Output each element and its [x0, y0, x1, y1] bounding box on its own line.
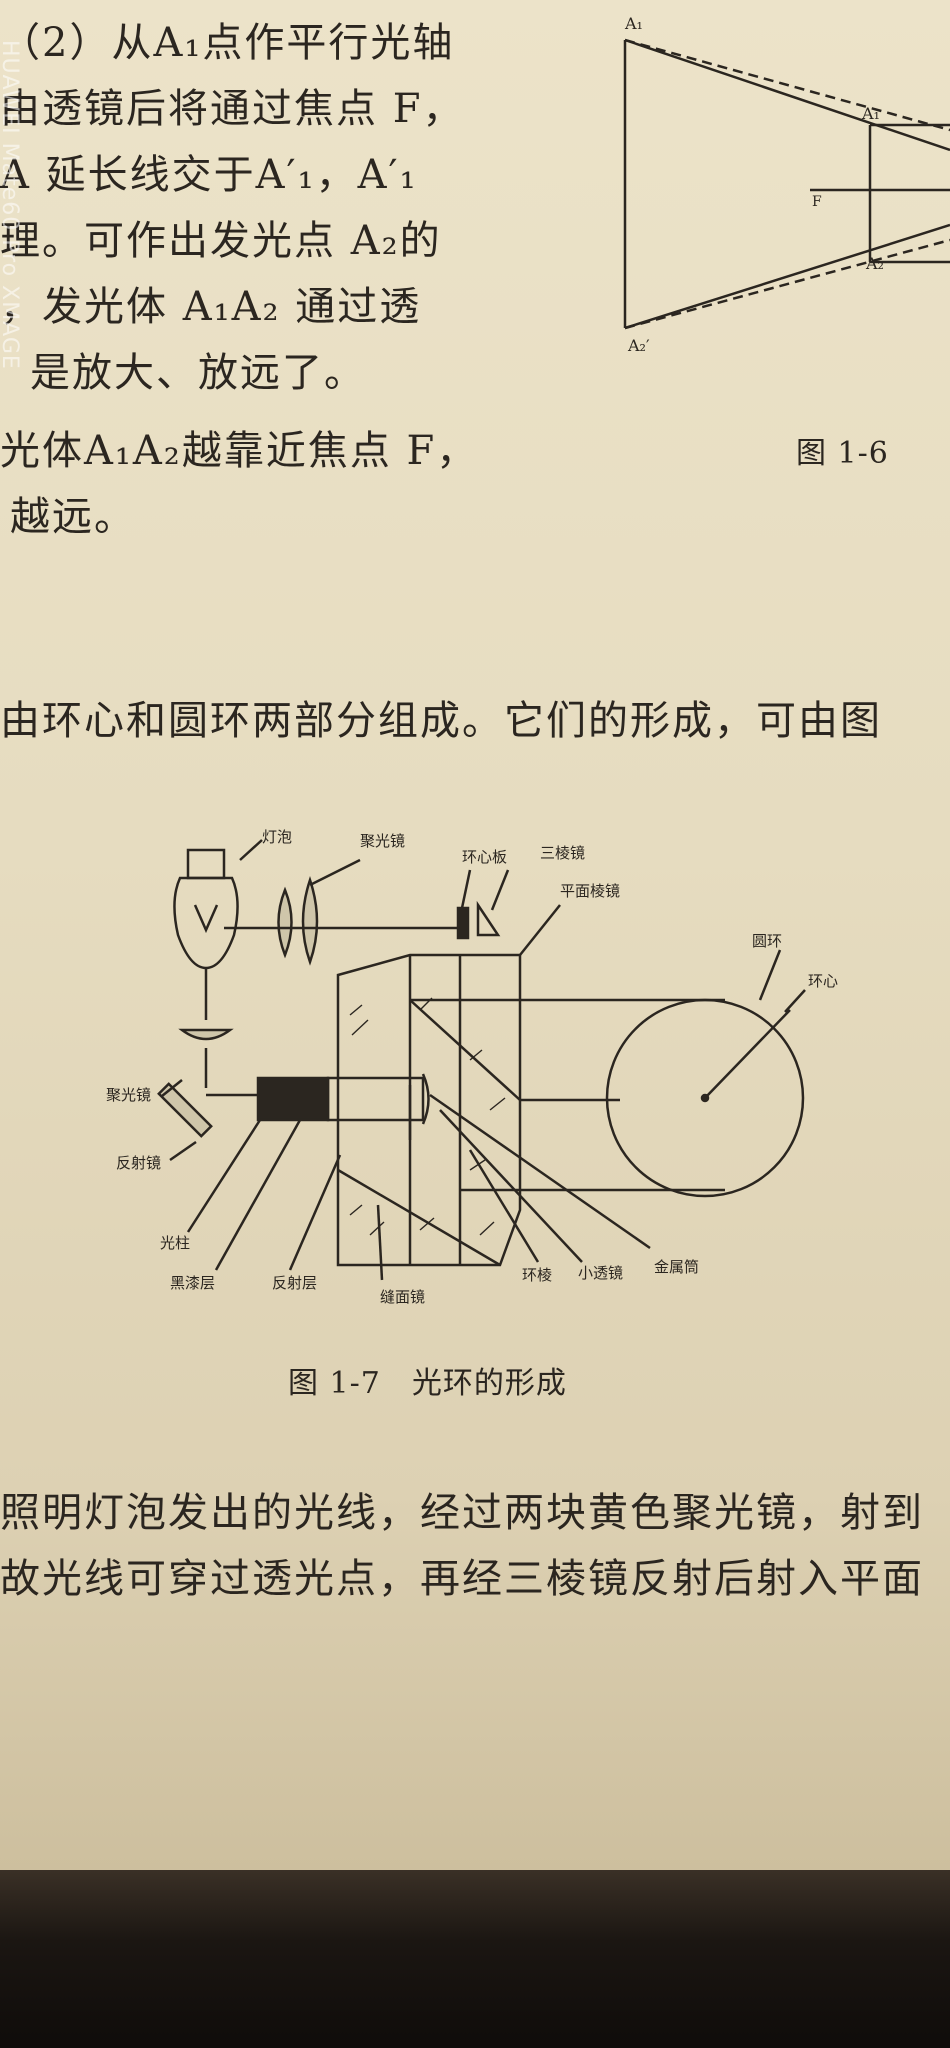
- text-line-1: （2）从A₁点作平行光轴: [0, 20, 455, 66]
- fig16-label-a1b: A₁: [862, 104, 880, 123]
- bulb-base: [186, 848, 226, 880]
- label-ring-center: 环心: [808, 972, 839, 990]
- text-line-2: 由透镜后将通过焦点 F，: [0, 86, 465, 132]
- label-black-paint: 黑漆层: [170, 1274, 216, 1292]
- label-reflective-layer: 反射层: [272, 1274, 318, 1292]
- label-triple-prism: 三棱镜: [540, 844, 586, 862]
- label-condenser-top: 聚光镜: [360, 832, 406, 850]
- label-center-plate: 环心板: [462, 848, 508, 866]
- bulb-glass: [173, 876, 239, 970]
- label-small-lens: 小透镜: [578, 1264, 624, 1282]
- bottom-text-line-2: 故光线可穿过透光点，再经三棱镜反射后射入平面: [0, 1556, 924, 1602]
- figure-1-7: [157, 839, 806, 1281]
- fig16-label-a2prime: A₂′: [628, 336, 650, 355]
- body-text-line: 由环心和圆环两部分组成。它们的形成，可由图: [0, 698, 882, 744]
- text-line-5: ，发光体 A₁A₂ 通过透: [0, 284, 422, 330]
- text-line-7: 光体A₁A₂越靠近焦点 F，: [0, 428, 479, 474]
- text-line-3: A 延长线交于A′₁，A′₁: [0, 152, 418, 198]
- text-line-8: 越远。: [10, 494, 136, 540]
- book-page: （2）从A₁点作平行光轴 由透镜后将通过焦点 F， A 延长线交于A′₁，A′₁…: [0, 0, 950, 1870]
- label-reflector: 反射镜: [116, 1154, 162, 1172]
- fig16-label-f: F: [812, 194, 822, 210]
- table-shadow: [0, 1870, 950, 2048]
- bottom-text-line-1: 照明灯泡发出的光线，经过两块黄色聚光镜，射到: [0, 1490, 924, 1536]
- label-ring: 圆环: [752, 932, 783, 950]
- fig16-label-a2: A₂: [866, 254, 884, 273]
- label-slit-mirror: 缝面镜: [380, 1288, 426, 1306]
- text-line-4: 理。可作出发光点 A₂的: [0, 218, 442, 264]
- label-bulb: 灯泡: [262, 828, 293, 846]
- label-metal-tube: 金属筒: [654, 1258, 700, 1276]
- label-ring-prism: 环棱: [522, 1266, 553, 1284]
- fig16-label-a1: A₁: [625, 14, 643, 33]
- figure-1-6: [623, 38, 950, 330]
- figure-1-7-caption: 图 1-7 光环的形成: [288, 1366, 567, 1401]
- text-line-6: 是放大、放远了。: [30, 350, 366, 396]
- label-condenser-left: 聚光镜: [106, 1086, 152, 1104]
- label-light-column: 光柱: [160, 1234, 191, 1252]
- camera-watermark: HUAWEI Mate60 Pro XMAGE: [0, 40, 22, 370]
- figure-1-6-caption: 图 1-6: [796, 436, 889, 471]
- label-flat-prism: 平面棱镜: [560, 882, 621, 900]
